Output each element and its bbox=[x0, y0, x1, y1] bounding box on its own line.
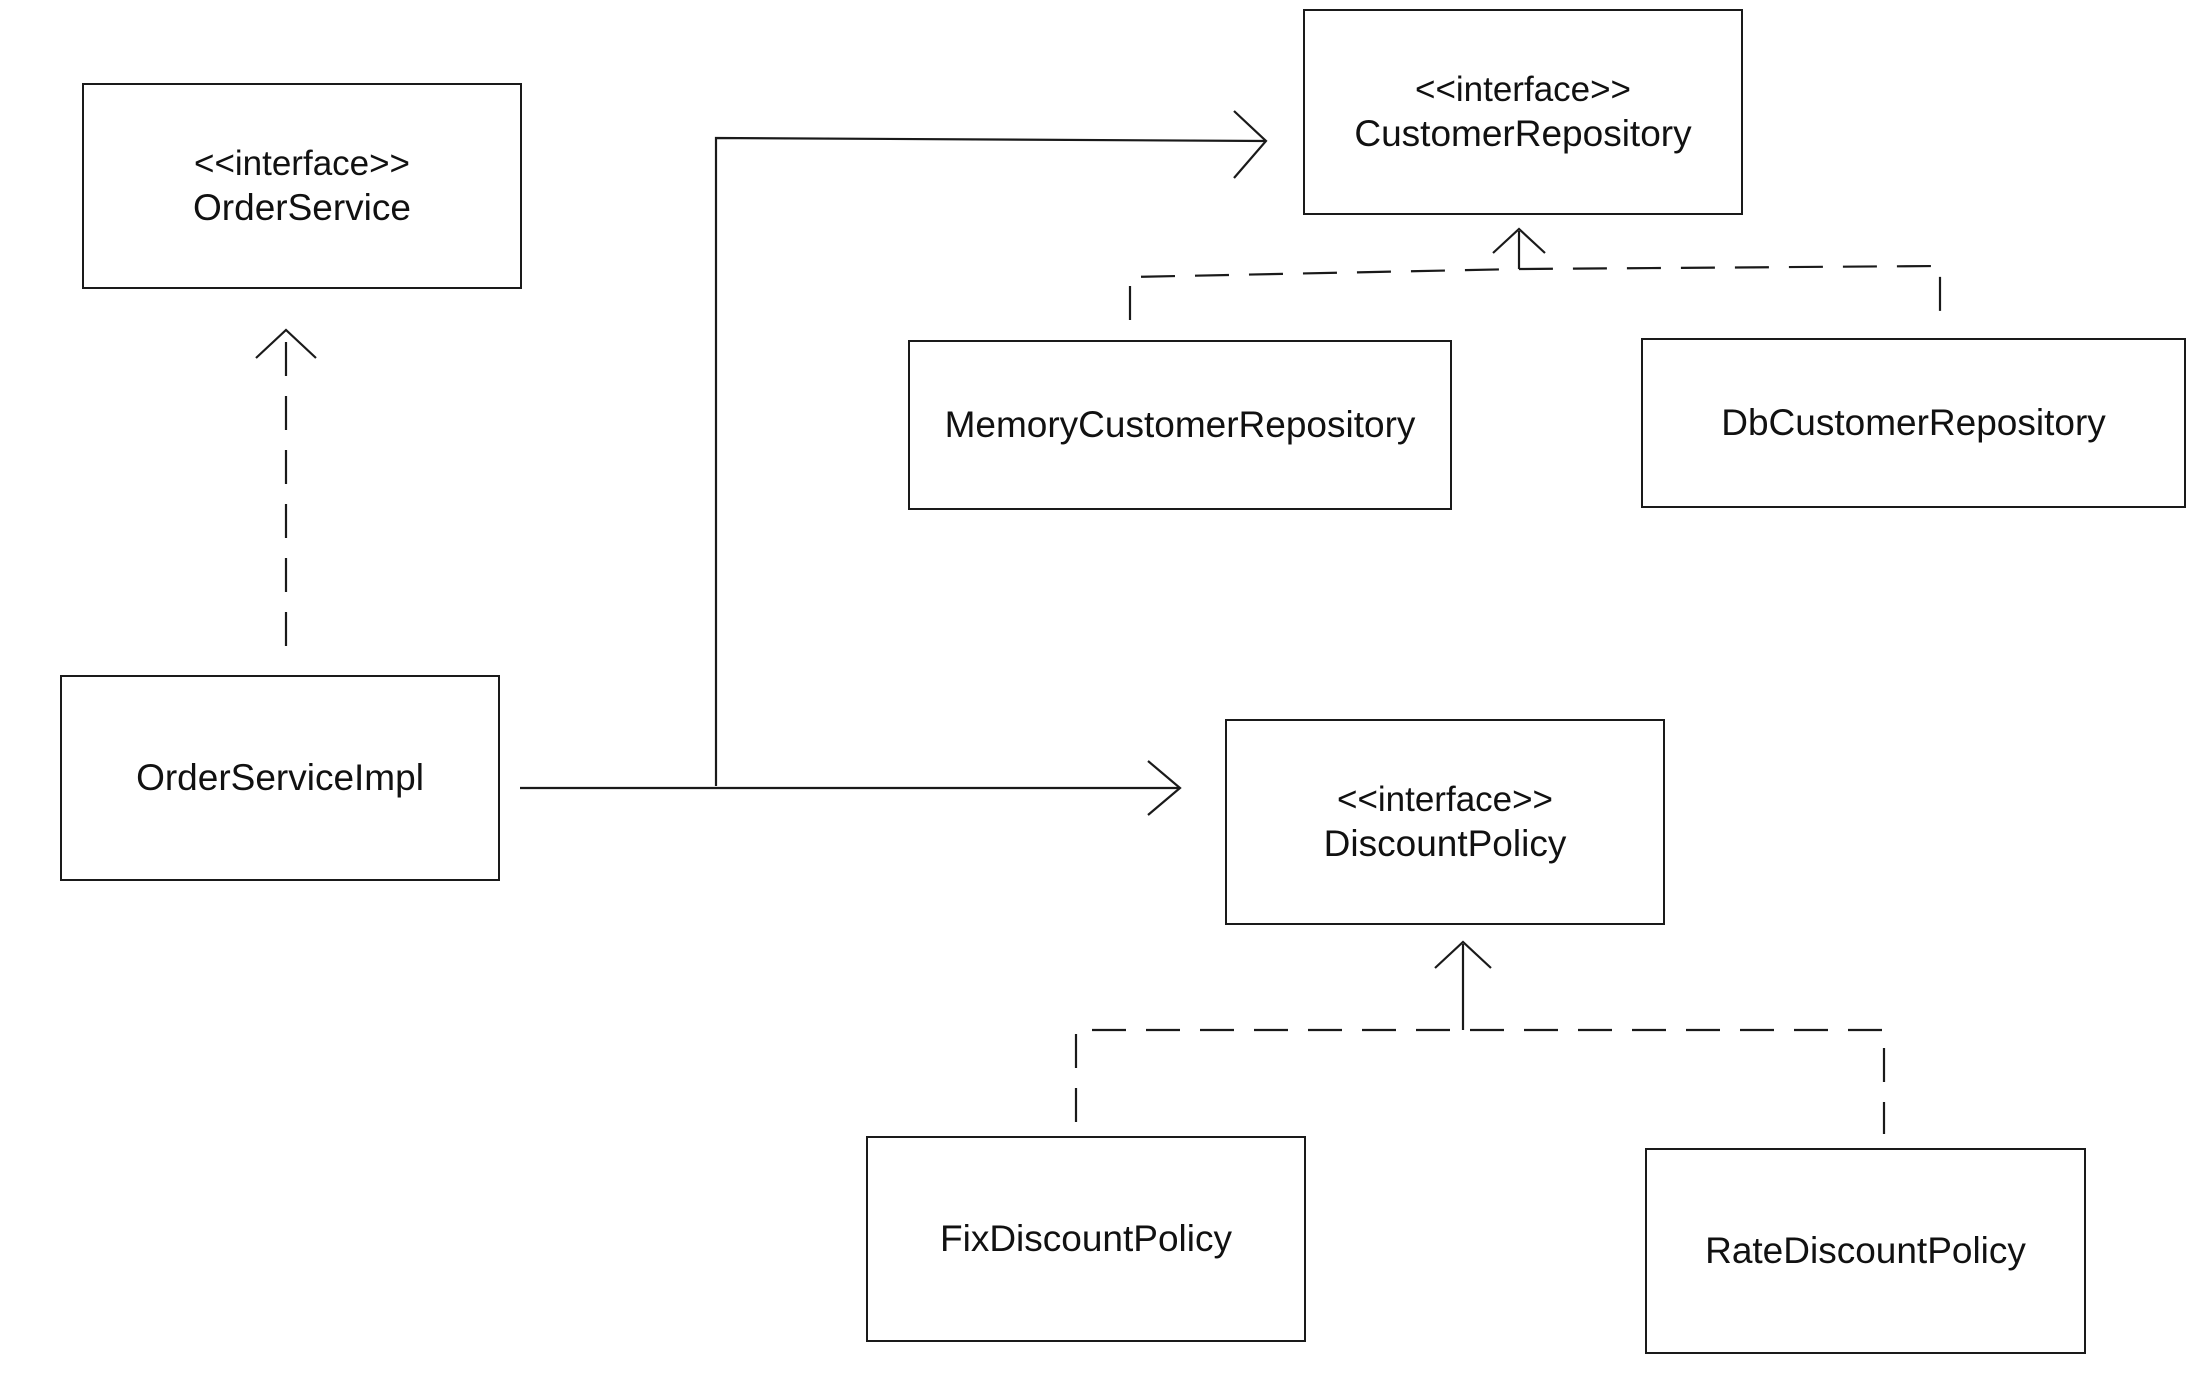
discount-policy-stereotype: <<interface>> bbox=[1337, 780, 1553, 819]
customer-repository-stereotype: <<interface>> bbox=[1415, 70, 1631, 109]
order-service-impl-class: OrderServiceImpl bbox=[60, 675, 500, 881]
customer-repository-realization-arrowhead bbox=[1492, 227, 1546, 254]
order-service-impl-name: OrderServiceImpl bbox=[136, 757, 424, 798]
db-customer-repository-name: DbCustomerRepository bbox=[1721, 402, 2106, 443]
order-service-name: OrderService bbox=[193, 187, 411, 228]
discount-policy-name: DiscountPolicy bbox=[1323, 823, 1567, 864]
order-service-arrowhead bbox=[255, 328, 317, 359]
fix-discount-policy-name: FixDiscountPolicy bbox=[940, 1218, 1232, 1259]
memory-customer-repository-class: MemoryCustomerRepository bbox=[908, 340, 1452, 510]
customer-repository-interface: <<interface>> CustomerRepository bbox=[1303, 9, 1743, 215]
customer-repository-arrowhead bbox=[1233, 110, 1268, 179]
order-service-interface: <<interface>> OrderService bbox=[82, 83, 522, 289]
fix-discount-policy-class: FixDiscountPolicy bbox=[866, 1136, 1306, 1342]
memory-customer-repository-name: MemoryCustomerRepository bbox=[944, 404, 1416, 445]
customer-repository-name: CustomerRepository bbox=[1354, 113, 1692, 154]
discount-policy-arrowhead bbox=[1147, 760, 1182, 816]
customer-repository-realization-line bbox=[1128, 264, 1942, 326]
customer-repository-association-line bbox=[714, 136, 1267, 786]
rate-discount-policy-name: RateDiscountPolicy bbox=[1705, 1230, 2026, 1271]
rate-discount-policy-class: RateDiscountPolicy bbox=[1645, 1148, 2086, 1354]
discount-policy-realization-line bbox=[1074, 1028, 1886, 1134]
discount-policy-realization-arrowhead bbox=[1434, 940, 1492, 969]
db-customer-repository-class: DbCustomerRepository bbox=[1641, 338, 2186, 508]
discount-policy-interface: <<interface>> DiscountPolicy bbox=[1225, 719, 1665, 925]
order-service-stereotype: <<interface>> bbox=[194, 144, 410, 183]
